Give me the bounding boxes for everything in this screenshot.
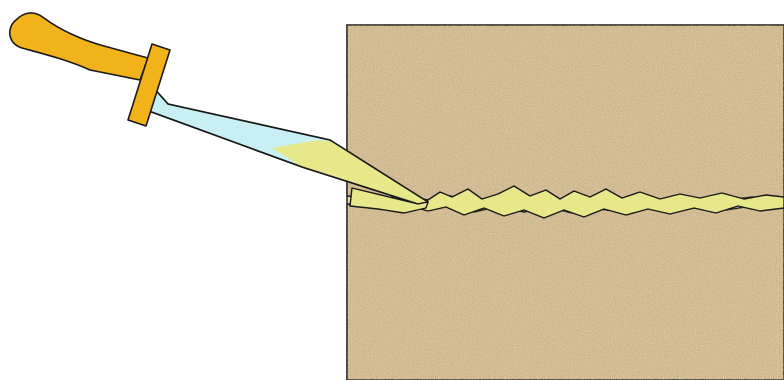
dropper-bulb	[10, 13, 148, 80]
upper-stone-block	[347, 25, 784, 202]
lower-stone-block	[347, 203, 784, 380]
